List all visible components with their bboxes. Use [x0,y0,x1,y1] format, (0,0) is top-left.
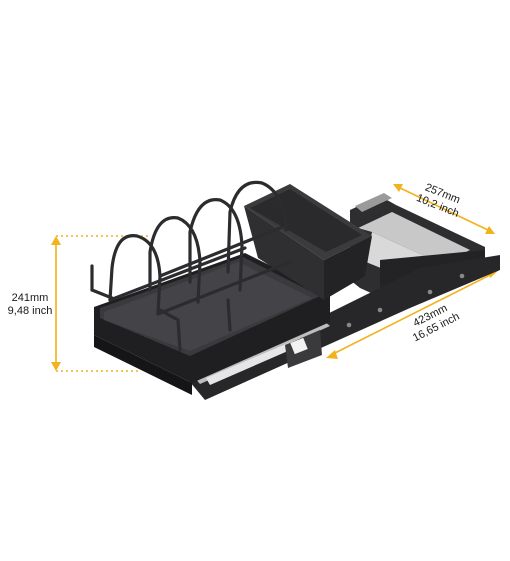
height-mm: 241mm [11,292,49,304]
height-dimension-label: 241mm 9,48 inch [4,292,56,318]
base-tray [94,253,330,395]
height-inch: 9,48 inch [7,305,53,317]
depth-dimension-arrow [393,184,495,234]
wire-rack [90,180,292,352]
storage-bin [244,184,372,300]
height-dimension-lines [51,235,150,372]
